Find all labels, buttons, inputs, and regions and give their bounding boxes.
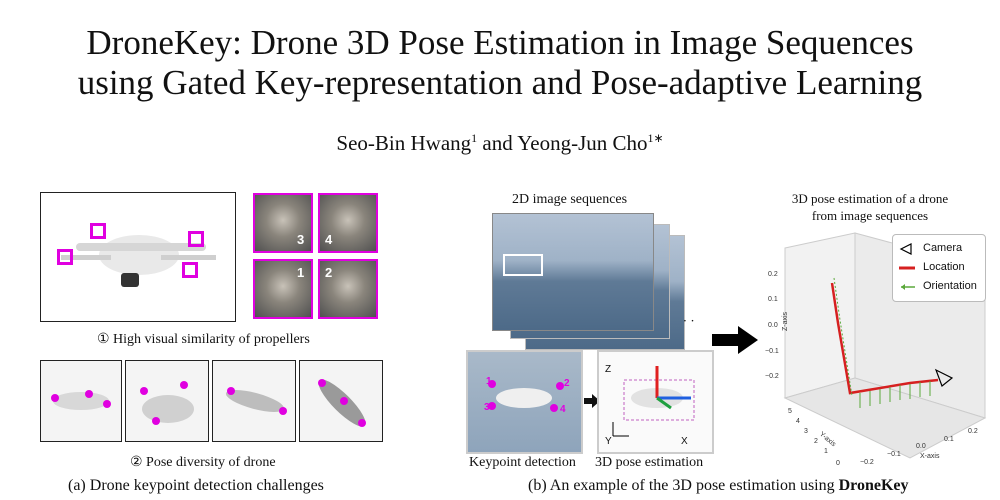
zaxis-tick-4: −0.1	[765, 348, 779, 355]
legend-orientation: Orientation	[923, 280, 977, 292]
xaxis-tick-4: 0.1	[944, 436, 954, 443]
plot-title-line1: 3D pose estimation of a drone	[791, 191, 949, 206]
yaxis-tick-4: 4	[796, 418, 800, 425]
drone-crop-box	[503, 254, 543, 276]
author2-affiliation: 1∗	[647, 131, 664, 145]
legend-location: Location	[923, 261, 965, 273]
figure-b-caption-method: DroneKey	[838, 477, 909, 494]
zaxis-tick-2: 0.1	[768, 296, 778, 303]
axis-z-label: Z	[605, 364, 612, 375]
plot-title-line2: from image sequences	[811, 208, 929, 223]
zoom-propeller-2: 2	[318, 259, 378, 319]
zoom-propeller-4: 4	[318, 193, 378, 253]
pose-image-3	[212, 360, 296, 442]
author-line: Seo-Bin Hwang1 and Yeong-Jun Cho1∗	[0, 131, 1000, 156]
kp-number-4: 4	[560, 404, 566, 415]
keypoint-detection-image: 1 2 3 4	[466, 350, 583, 454]
sequence-frame-front	[492, 213, 654, 331]
author-joiner: and	[477, 131, 518, 155]
yaxis-tick-2: 2	[814, 438, 818, 445]
pose-estimation-image: Z Y X	[597, 350, 714, 454]
zaxis-tick-5: −0.2	[765, 373, 779, 380]
zaxis-label: Z-axis	[782, 311, 790, 332]
yaxis-tick-1: 1	[824, 448, 828, 455]
label-pose-estimation: 3D pose estimation	[595, 455, 704, 470]
pose-image-2	[125, 360, 209, 442]
keypoint-label-2: 2	[186, 283, 194, 298]
sequence-ellipsis: · ·	[683, 314, 695, 328]
yaxis-tick-3: 3	[804, 428, 808, 435]
legend-camera: Camera	[923, 242, 963, 254]
figure-a-caption: (a) Drone keypoint detection challenges	[68, 477, 324, 494]
kp-number-1: 1	[486, 376, 492, 387]
caption-similarity: ① High visual similarity of propellers	[97, 332, 310, 347]
zoom-propeller-3: 3	[253, 193, 313, 253]
xaxis-tick-3: 0.0	[916, 443, 926, 450]
zaxis-tick-1: 0.2	[768, 271, 778, 278]
label-keypoint-detection: Keypoint detection	[469, 455, 576, 470]
xaxis-tick-5: 0.2	[968, 428, 978, 435]
author1-affiliation: 1	[471, 131, 478, 145]
small-arrow-icon	[584, 394, 600, 408]
keypoint-label-3: 3	[95, 207, 103, 222]
author2-name: Yeong-Jun Cho	[517, 131, 648, 155]
drone-silhouette	[61, 235, 216, 287]
plot-legend: Camera Location Orientation	[892, 234, 986, 302]
label-image-sequences: 2D image sequences	[512, 192, 628, 207]
axis-y-label: Y	[605, 436, 612, 447]
xaxis-tick-1: −0.2	[860, 459, 874, 466]
big-arrow-icon	[712, 326, 758, 354]
keypoint-box-4	[188, 231, 204, 247]
xaxis-label: X-axis	[920, 453, 940, 460]
figure-b-caption: (b) An example of the 3D pose estimation…	[528, 477, 909, 495]
keypoint-box-3	[90, 223, 106, 239]
zoom-propeller-1: 1	[253, 259, 313, 319]
keypoint-label-4: 4	[189, 215, 197, 230]
drone-photo: 1 3 4 2	[40, 192, 236, 322]
keypoint-box-2	[182, 262, 198, 278]
yaxis-tick-5: 5	[788, 408, 792, 415]
pose-image-1	[40, 360, 122, 442]
kp-number-3: 3	[484, 402, 490, 413]
paper-title-line1: DroneKey: Drone 3D Pose Estimation in Im…	[86, 23, 914, 62]
kp-number-2: 2	[564, 378, 570, 389]
xaxis-tick-2: −0.1	[887, 451, 901, 458]
yaxis-tick-0: 0	[836, 460, 840, 467]
pose-image-4	[299, 360, 383, 442]
axis-x-label: X	[681, 436, 688, 447]
keypoint-box-1	[57, 249, 73, 265]
figure-b-caption-prefix: (b) An example of the 3D pose estimation…	[528, 477, 839, 494]
caption-pose-diversity: ② Pose diversity of drone	[130, 455, 276, 470]
author1-name: Seo-Bin Hwang	[336, 131, 472, 155]
zaxis-tick-3: 0.0	[768, 322, 778, 329]
keypoint-label-1: 1	[61, 266, 69, 281]
paper-title-line2: using Gated Key-representation and Pose-…	[77, 63, 923, 102]
